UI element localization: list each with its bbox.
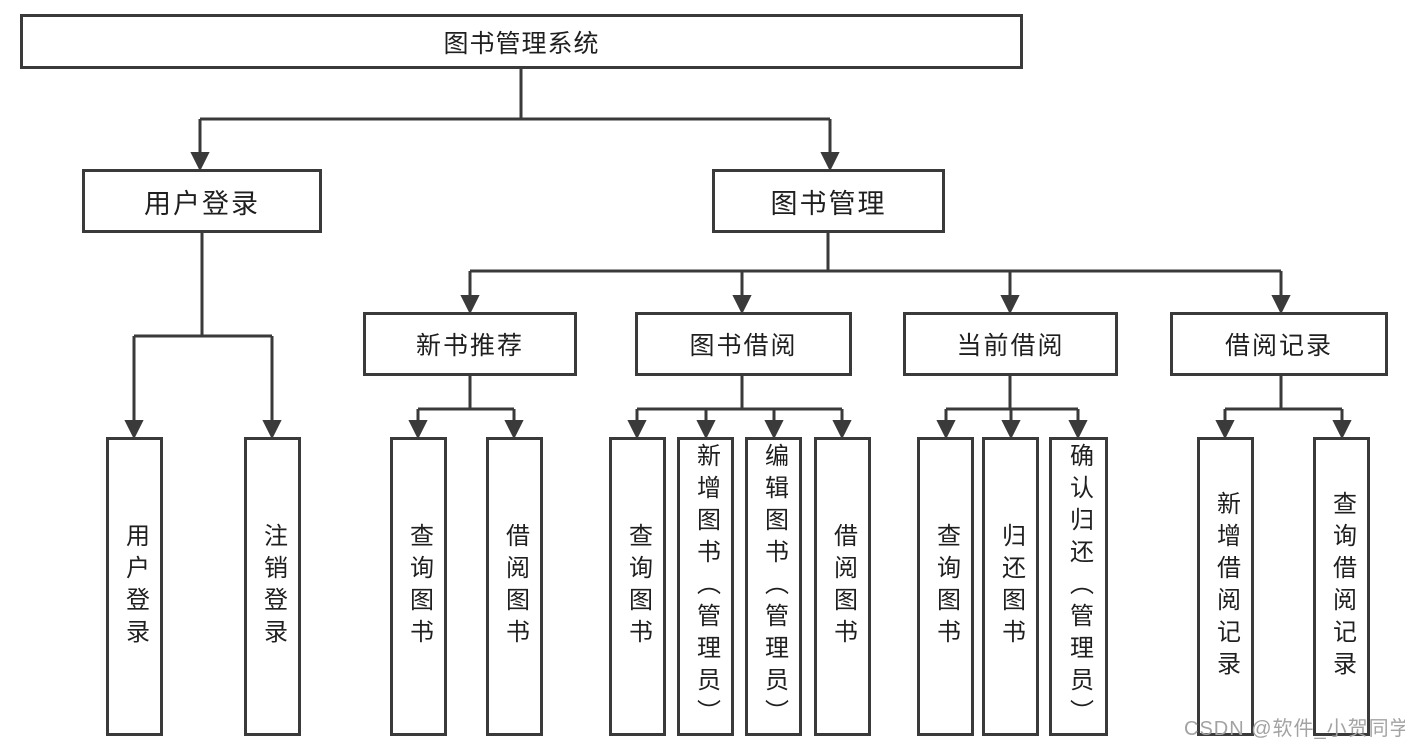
node-root-system: 图书管理系统	[20, 14, 1023, 69]
node-new-book-recommendation: 新书推荐	[363, 312, 577, 376]
csdn-watermark: CSDN @软件_小贺同学	[1184, 718, 1405, 740]
leaf-query-borrow-record: 查询借阅记录	[1313, 437, 1370, 736]
leaf-borrow-books-borrowing: 借阅图书	[814, 437, 871, 736]
leaf-borrow-books-recommend: 借阅图书	[486, 437, 543, 736]
leaf-query-books-borrowing: 查询图书	[609, 437, 666, 736]
node-book-borrowing: 图书借阅	[635, 312, 852, 376]
node-user-login: 用户登录	[82, 169, 322, 233]
leaf-edit-book-admin: 编辑图书（管理员）	[745, 437, 802, 736]
leaf-logout: 注销登录	[244, 437, 301, 736]
leaf-user-login: 用户登录	[106, 437, 163, 736]
leaf-return-books: 归还图书	[982, 437, 1039, 736]
node-borrowing-records: 借阅记录	[1170, 312, 1388, 376]
leaf-query-books-recommend: 查询图书	[390, 437, 447, 736]
node-book-management: 图书管理	[712, 169, 945, 233]
leaf-add-borrow-record: 新增借阅记录	[1197, 437, 1254, 736]
node-current-borrowing: 当前借阅	[903, 312, 1118, 376]
leaf-query-books-current: 查询图书	[917, 437, 974, 736]
leaf-add-book-admin: 新增图书（管理员）	[677, 437, 734, 736]
leaf-confirm-return-admin: 确认归还（管理员）	[1049, 437, 1108, 736]
